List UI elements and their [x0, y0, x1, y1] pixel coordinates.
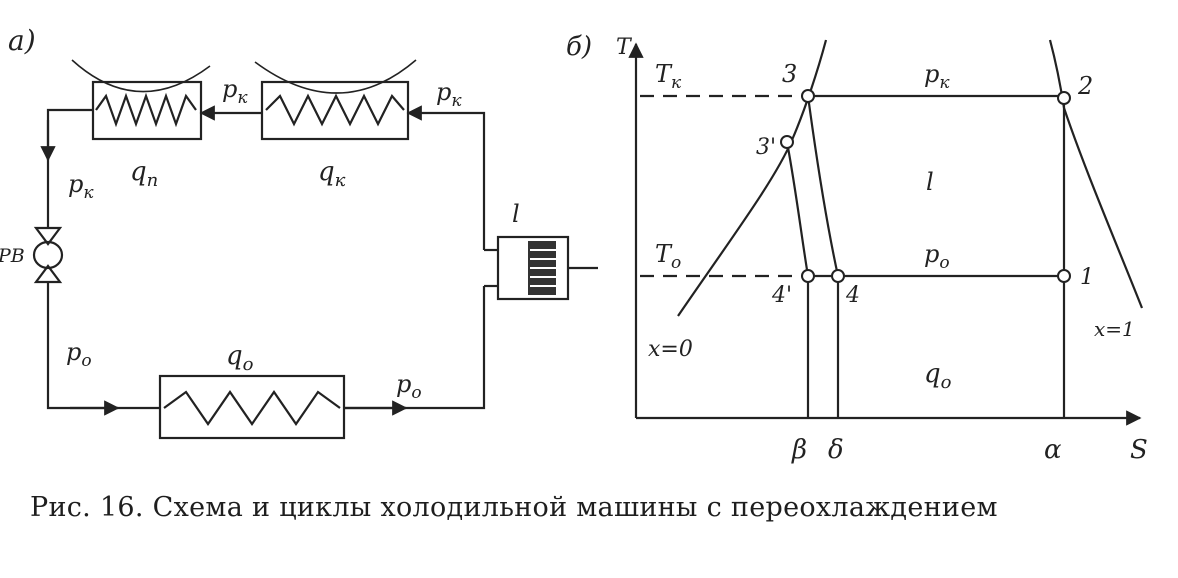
state-point-4 [831, 269, 845, 283]
label-x1: x=1 [1094, 317, 1135, 341]
label-alpha: α [1044, 435, 1062, 465]
evaporator-coil [163, 390, 341, 426]
label-beta: β [791, 435, 807, 465]
pipe-valve-to-evaporator [46, 282, 160, 410]
state-point-4prime [801, 269, 815, 283]
label-l-work: l [512, 200, 520, 228]
subcooler-coil [95, 92, 197, 128]
label-point-4: 4 [845, 283, 860, 308]
condenser-coil [265, 93, 405, 127]
subcooler-box [91, 80, 203, 141]
pipe-compressor-to-condenser [406, 105, 486, 250]
label-pk-3: pк [68, 170, 94, 203]
subcooler-arc [71, 59, 211, 93]
label-qp: qп [130, 157, 158, 191]
panel-label-b: б) [566, 32, 592, 62]
label-l-area: l [926, 168, 934, 196]
condenser-box [260, 80, 410, 141]
throttle-3-4 [806, 95, 840, 277]
label-po-isobar: po [924, 240, 950, 273]
s-axis-label: S [1130, 435, 1148, 465]
label-to: To [655, 240, 681, 273]
evaporator-box [158, 374, 346, 440]
t-axis-label: T [616, 35, 633, 60]
label-x0: x=0 [648, 337, 693, 362]
condenser-arc [254, 59, 417, 94]
saturated-vapor-curve [1048, 39, 1144, 309]
compressor-icon [484, 235, 598, 301]
label-point-2: 2 [1077, 72, 1093, 100]
label-point-4prime: 4' [771, 283, 792, 308]
throttle-3p-4p [785, 141, 810, 277]
label-qk: qк [318, 157, 346, 191]
label-pk-1: pк [222, 75, 248, 108]
label-rv: РВ [0, 245, 25, 267]
figure-caption: Рис. 16. Схема и циклы холодильной машин… [30, 492, 998, 523]
label-delta: δ [828, 435, 844, 465]
label-po-2: po [396, 370, 422, 403]
label-point-1: 1 [1080, 265, 1094, 290]
label-qo: qo [226, 341, 254, 375]
state-point-2 [1057, 91, 1071, 105]
expansion-valve-icon [32, 226, 64, 284]
state-point-1 [1057, 269, 1071, 283]
panel-label-a: а) [8, 24, 36, 57]
label-tk: Tк [655, 60, 682, 93]
label-point-3prime: 3' [756, 135, 776, 160]
ts-diagram: б) T S Tк To pк po l qo x=0 [566, 32, 1148, 465]
state-point-3 [801, 89, 815, 103]
label-po-1: po [66, 338, 92, 371]
label-pk-isobar: pк [924, 60, 950, 93]
state-point-3prime [780, 135, 794, 149]
label-point-3: 3 [782, 60, 797, 88]
label-qo-area: qo [924, 359, 952, 393]
schematic: а) [0, 24, 598, 440]
label-pk-2: pк [436, 78, 462, 111]
pipe-subcooler-to-valve [46, 108, 93, 228]
